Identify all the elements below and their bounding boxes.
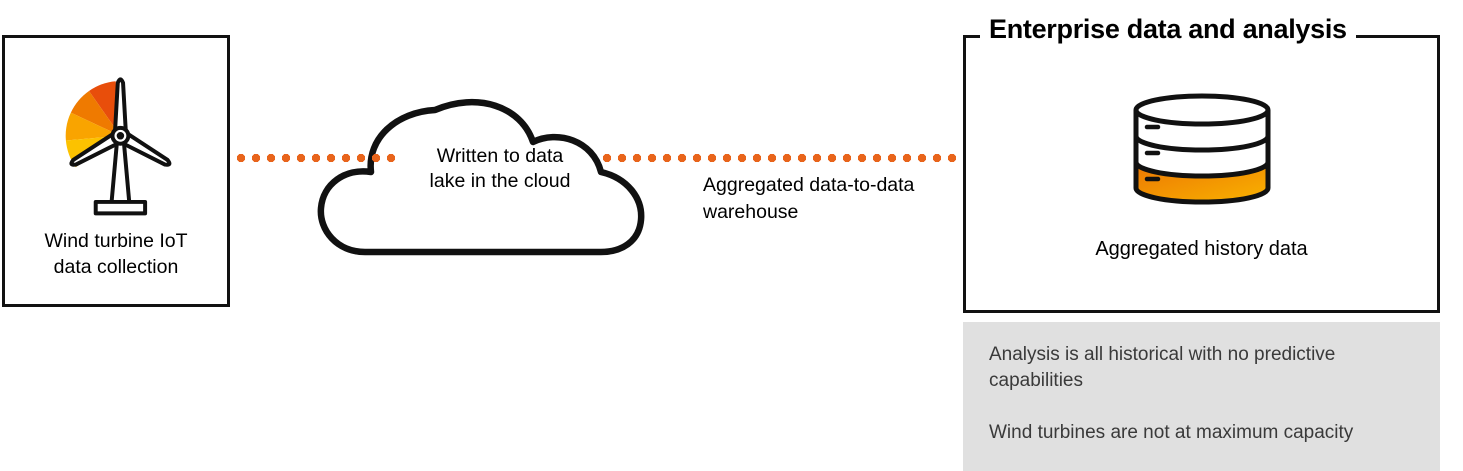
turbine-hub-dot [116,132,125,140]
cloud-label-line2: lake in the cloud [429,170,571,192]
database-outline [1133,93,1270,205]
connector-label: Aggregated data-to-data warehouse [703,172,914,226]
note-turbine-capacity: Wind turbines are not at maximum capacit… [989,422,1354,443]
turbine-blade-up [113,77,128,132]
wedge-sector-1 [89,81,121,136]
cloud-label-line1: Written to data [436,145,564,167]
cloud-icon [317,99,645,256]
dotted-connector-left [236,153,398,163]
note-analysis-historical: Analysis is all historical with no predi… [989,344,1336,391]
database-icon [1133,93,1270,205]
dotted-connector-right [602,153,962,163]
enterprise-node: Enterprise data and analysis [963,14,1440,313]
connector-label-line1: Aggregated data-to-data [703,174,915,196]
connector-label-line2: warehouse [703,201,799,223]
wind-turbine-icon [65,77,172,216]
database-bottom-band [1135,162,1268,202]
cloud-label: Written to data lake in the cloud [392,144,608,194]
turbine-blade-right [121,132,172,167]
turbine-blade-left [69,132,120,167]
turbine-body [69,77,172,216]
wind-turbine-node: Wind turbine IoT data collection [2,35,230,307]
database-dashes [1144,124,1160,182]
wedge-sector-2 [70,90,121,136]
cloud-outline [317,99,645,256]
wind-turbine-label-line2: data collection [53,256,179,278]
aggregated-history-label: Aggregated history data [1095,238,1308,260]
turbine-base [93,199,148,216]
turbine-tower [109,140,132,204]
wedge-sector-3 [65,112,121,141]
notes-panel: Analysis is all historical with no predi… [963,322,1440,471]
wind-turbine-label-line1: Wind turbine IoT [44,230,188,252]
enterprise-box-title: Enterprise data and analysis [980,14,1356,45]
wind-turbine-label: Wind turbine IoT data collection [5,228,227,280]
